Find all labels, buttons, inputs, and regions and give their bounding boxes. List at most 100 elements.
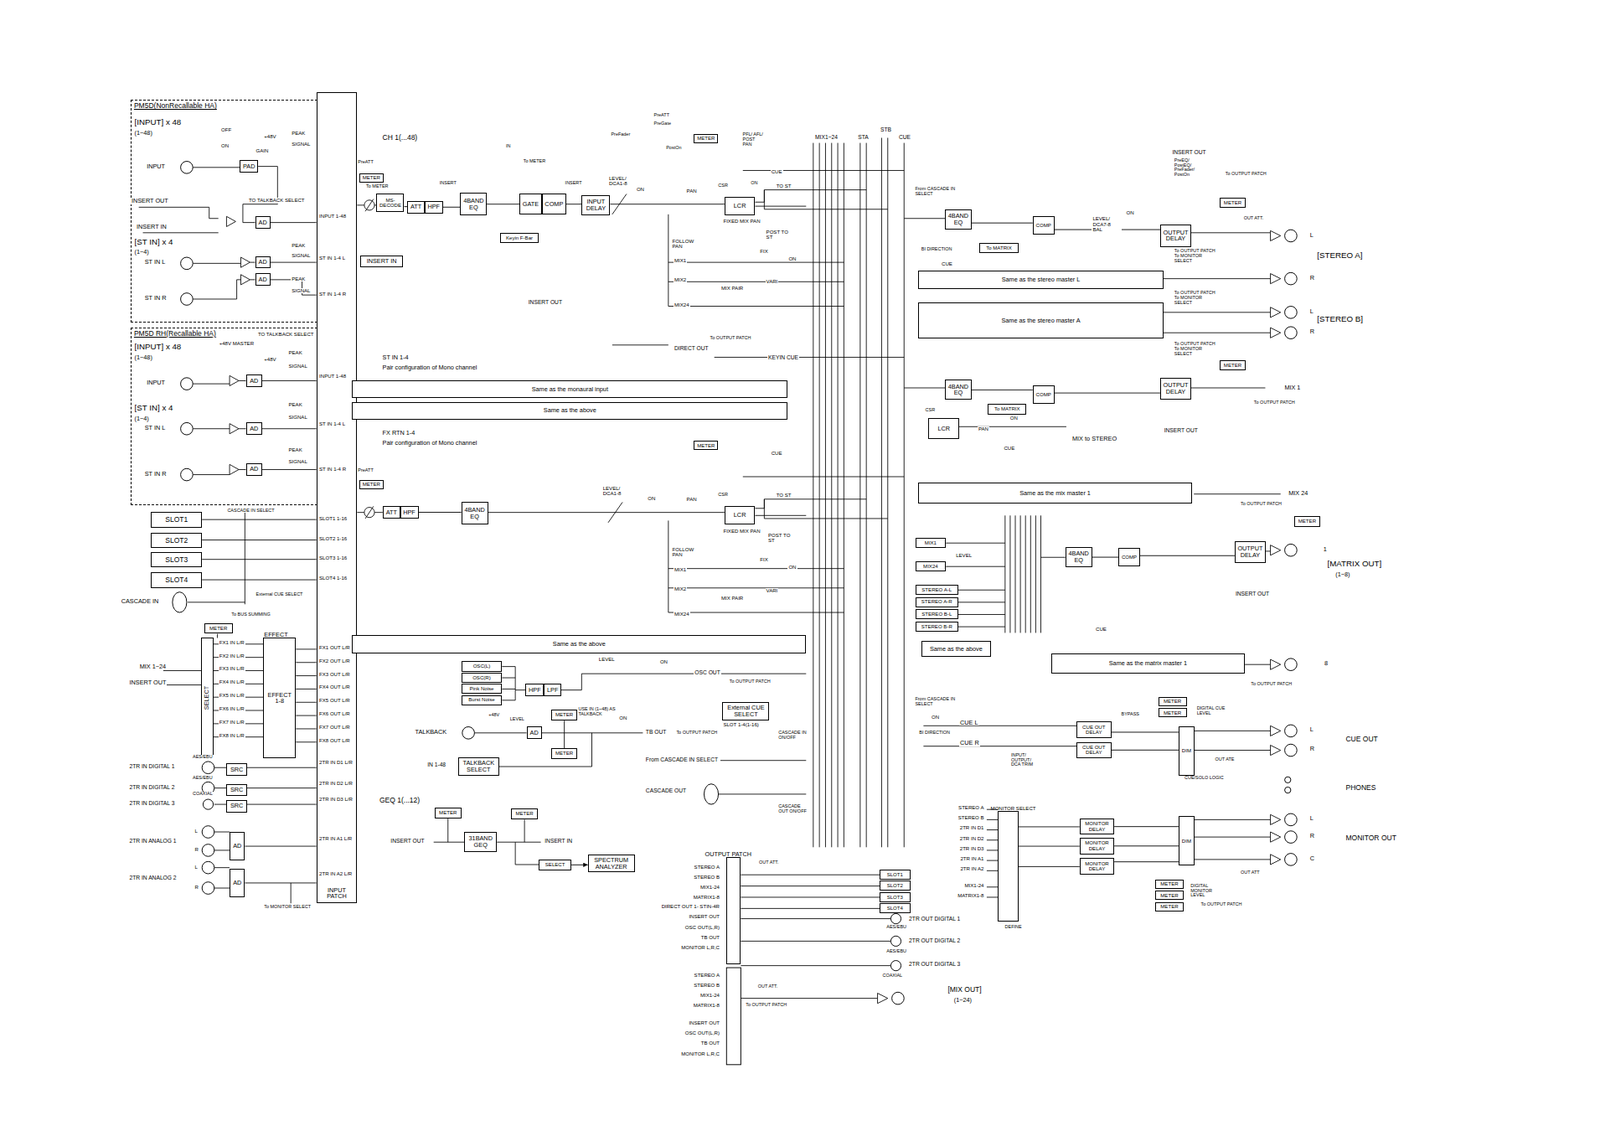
box-heading: EFFECT xyxy=(263,631,288,639)
box-heading: OUTPUT PATCH xyxy=(704,851,752,858)
signal-label: MONITOR L,R,C xyxy=(680,944,721,950)
block-box: 4BAND EQ xyxy=(944,379,972,400)
box-text: METER xyxy=(696,135,715,141)
signal-label: LEVEL xyxy=(954,552,973,558)
xlr-connector xyxy=(201,825,215,839)
signal-label: VARI xyxy=(765,588,780,594)
signal-label: INPUT/ OUTPUT/ DCA TRIM xyxy=(1010,753,1043,768)
signal-label: PreATT xyxy=(356,468,374,474)
signal-label: TO ST xyxy=(775,183,793,189)
signal-label: CUE/SOLO LOGIC xyxy=(1183,775,1225,781)
signal-label: INSERT OUT xyxy=(687,1020,721,1026)
box-text: ATT xyxy=(386,509,398,517)
signal-label: PreEQ/ PostEQ/ PreFader/ PostOn xyxy=(1173,158,1200,178)
block-box: Same as the stereo master A xyxy=(918,302,1163,340)
signal-label: FX2 IN L/R xyxy=(218,653,246,659)
signal-label: MIX 24 xyxy=(1287,490,1309,497)
block-box: LPF xyxy=(543,683,562,697)
signal-label: FIX xyxy=(758,557,769,563)
signal-label: MIX1~24 xyxy=(814,134,839,140)
signal-label: L xyxy=(1309,726,1315,733)
xlr-connector xyxy=(1285,813,1298,826)
signal-label: [INPUT] x 48 xyxy=(134,342,183,351)
signal-label: INSERT IN xyxy=(543,837,573,844)
signal-label: INSERT OUT xyxy=(527,299,563,305)
signal-label: [INPUT] x 48 xyxy=(134,118,183,127)
signal-label: To OUTPUT PATCH xyxy=(709,335,753,341)
block-box: GATE xyxy=(519,193,542,214)
signal-label: ST IN 1-4 L xyxy=(318,421,346,427)
signal-label: From CASCADE IN SELECT xyxy=(913,186,957,197)
box-text: LCR xyxy=(733,202,747,210)
xlr-connector xyxy=(180,161,194,175)
signal-label: OFF xyxy=(220,127,233,133)
signal-label: L xyxy=(1309,815,1315,822)
box-text: METER xyxy=(696,443,715,449)
signal-label: OSC OUT(L,R) xyxy=(684,924,721,930)
signal-label: (1~48) xyxy=(134,354,154,362)
signal-label: [ST IN] x 4 xyxy=(134,403,175,413)
signal-label: L xyxy=(193,828,198,834)
signal-label: To METER xyxy=(522,159,547,165)
block-box: SLOT2 xyxy=(150,532,202,548)
signal-label: INPUT 1-48 xyxy=(318,213,347,219)
block-box: MONITOR DELAY xyxy=(1079,818,1115,835)
box-text: 4BAND EQ xyxy=(947,383,970,397)
block-box: METER xyxy=(1155,879,1184,889)
block-box: METER xyxy=(551,709,579,721)
signal-label: PEAK xyxy=(288,350,304,356)
block-box: SLOT1 xyxy=(879,869,911,880)
block-box: SRC xyxy=(226,800,247,813)
block-box: OUTPUT DELAY xyxy=(1234,541,1266,564)
box-text: AD xyxy=(249,465,259,473)
block-box: METER xyxy=(1219,197,1247,208)
signal-label: 2TR IN D3 xyxy=(959,846,986,852)
signal-label: INSERT OUT xyxy=(1171,149,1207,155)
block-box: METER xyxy=(1158,696,1188,707)
signal-label: INSERT OUT xyxy=(1234,590,1270,597)
block-box: AD xyxy=(246,422,263,435)
signal-label: ST IN 1-4 R xyxy=(318,466,347,472)
signal-label: FX8 OUT L/R xyxy=(318,738,351,744)
signal-label: FIXED MIX PAN xyxy=(722,528,761,534)
signal-wire xyxy=(433,818,542,865)
signal-label: TB OUT xyxy=(700,934,721,940)
xlr-connector xyxy=(180,468,194,481)
signal-label: +48V xyxy=(263,134,277,140)
signal-label: CUE xyxy=(770,169,784,175)
dashed-region: PM5D RH(Recallable HA)ADADAD xyxy=(130,327,347,506)
signal-label: ON xyxy=(646,495,656,501)
block-box: AD xyxy=(255,273,271,286)
block-box: LCR xyxy=(724,505,756,525)
signal-label: CUE xyxy=(898,134,912,140)
box-text: METER xyxy=(515,810,533,816)
block-box: SPECTRUM ANALYZER xyxy=(588,854,635,873)
box-text: STEREO A-R xyxy=(921,598,953,604)
xlr-connector xyxy=(180,257,194,270)
box-text: METER xyxy=(555,712,573,718)
xlr-connector xyxy=(1285,786,1291,793)
box-text: Burst Noise xyxy=(468,696,495,702)
signal-label: Pair configuration of Mono channel xyxy=(381,439,479,447)
block-box: COMP xyxy=(541,193,567,214)
block-box: 4BAND EQ xyxy=(944,209,972,230)
signal-line xyxy=(1114,825,1179,827)
xlr-connector xyxy=(890,935,901,946)
signal-label: ST IN L xyxy=(144,424,167,432)
block-box: 4BAND EQ xyxy=(459,192,487,216)
signal-label: BYPASS xyxy=(1120,712,1140,718)
signal-label: ON xyxy=(930,714,940,720)
signal-label: MATRIX1-8 xyxy=(956,892,985,899)
signal-label: CSR xyxy=(717,183,729,189)
signal-label: AES/EBU xyxy=(191,754,214,760)
box-text: INPUT DELAY xyxy=(583,198,608,212)
signal-label: +48V xyxy=(263,356,277,362)
signal-label: FX2 OUT L/R xyxy=(318,658,351,664)
block-box: MONITOR SELECT xyxy=(997,810,1018,922)
signal-label: SIGNAL xyxy=(290,252,311,259)
signal-label: To OUTPUT PATCH xyxy=(1249,681,1293,687)
block-box: METER xyxy=(1158,707,1188,718)
signal-label: INPUT xyxy=(145,163,166,171)
signal-label: 2TR IN D3 L/R xyxy=(318,796,354,802)
block-box: MIX1 xyxy=(915,537,947,548)
